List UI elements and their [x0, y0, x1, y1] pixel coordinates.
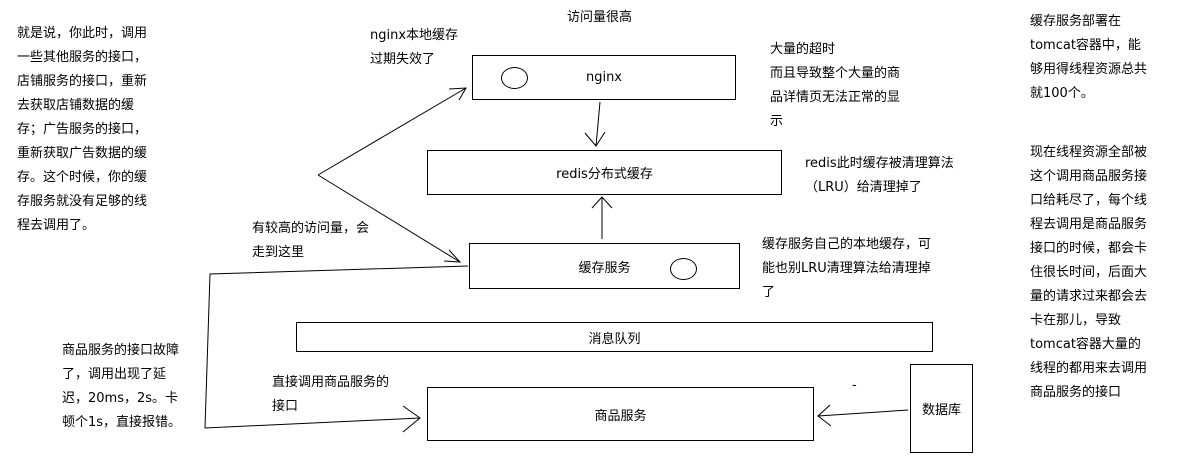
- note-product-fault: 商品服务的接口故障 了，调用出现了延 迟，20ms，2s。卡 顿个1s，直接报错…: [62, 343, 182, 430]
- note-top-center: 访问量很高: [567, 10, 633, 25]
- note-nginx-expired: nginx本地缓存 过期失效了: [370, 28, 459, 67]
- note-dash: -: [852, 378, 857, 393]
- cache-service-box: 缓存服务: [469, 243, 740, 289]
- redis-box-label: redis分布式缓存: [556, 167, 653, 182]
- arrowhead-db-to-product: [817, 404, 832, 427]
- arrowhead-to-cache-service: [443, 249, 462, 263]
- note-timeout: 大量的超时 而且导致整个大量的商 品详情页无法正常的显 示: [770, 42, 901, 129]
- message-queue-box-label: 消息队列: [588, 331, 641, 347]
- arrow-to-cache-service: [317, 174, 461, 263]
- database-box-label: 数据库: [921, 403, 961, 418]
- arrowhead-to-product-service: [402, 405, 421, 433]
- redis-box: redis分布式缓存: [427, 150, 782, 195]
- arrow-db-to-product: [817, 409, 909, 417]
- note-redis-lru: redis此时缓存被清理算法 （LRU）给清理掉了: [805, 156, 954, 195]
- arrowhead-cache-to-redis: [591, 196, 613, 209]
- arrowhead-nginx-to-redis: [584, 131, 606, 147]
- note-left-top: 就是说，你此时，调用 一些其他服务的接口， 店铺服务的接口，重新 去获取店铺数据…: [17, 26, 148, 233]
- note-high-traffic: 有较高的访问量，会 走到这里: [252, 221, 370, 260]
- database-box: 数据库: [910, 364, 973, 453]
- nginx-cache-circle: [501, 67, 528, 89]
- cache-service-circle: [670, 258, 697, 280]
- arrowhead-to-nginx: [448, 87, 467, 101]
- note-right-bottom: 现在线程资源全部被 这个调用商品服务接 口给耗尽了，每个线 程去调用是商品服务 …: [1030, 145, 1148, 400]
- line-cache-to-product: [204, 265, 469, 429]
- product-service-box-label: 商品服务: [594, 408, 647, 424]
- arrow-to-nginx: [317, 87, 467, 176]
- product-service-box: 商品服务: [427, 387, 814, 441]
- note-direct-call: 直接调用商品服务的 接口: [272, 375, 390, 414]
- cache-service-box-label: 缓存服务: [578, 260, 631, 276]
- nginx-box-label: nginx: [585, 70, 623, 85]
- note-cache-local: 缓存服务自己的本地缓存，可 能也别LRU清理算法给清理掉 了: [762, 237, 932, 300]
- message-queue-box: 消息队列: [296, 322, 933, 352]
- note-right-top: 缓存服务部署在 tomcat容器中，能 够用得线程资源总共 就100个。: [1030, 14, 1148, 101]
- arrow-nginx-to-redis: [595, 101, 601, 147]
